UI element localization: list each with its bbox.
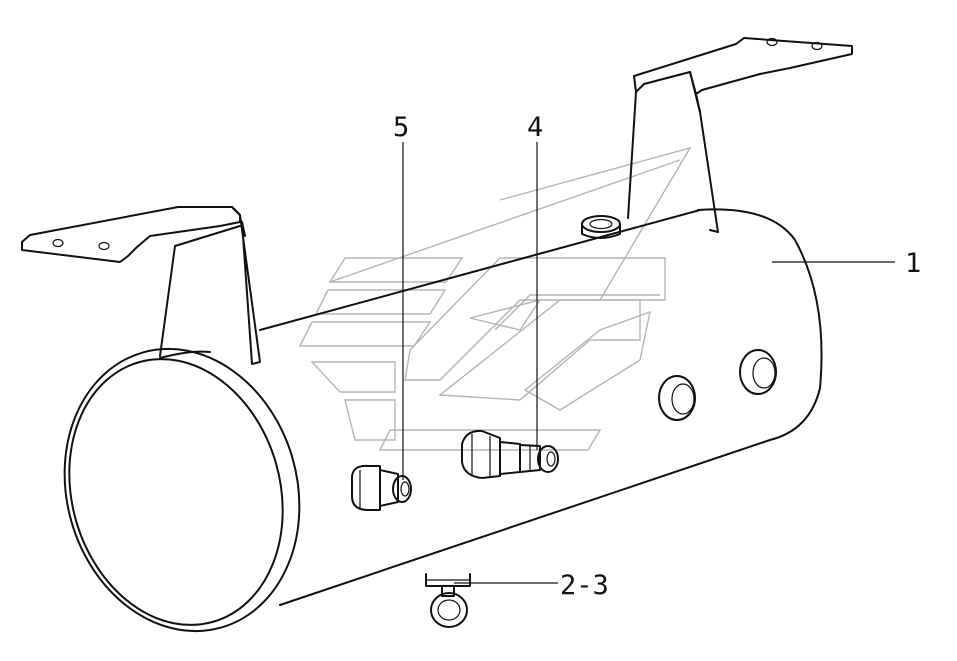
callout-4: 4	[527, 112, 543, 143]
top-port-fitting	[581, 215, 621, 239]
drain-valve	[425, 573, 471, 628]
bracket-bolt-hole	[52, 238, 64, 248]
bracket-bolt-hole	[766, 37, 778, 47]
callout-2-3: 2-3	[560, 570, 609, 601]
callout-1: 1	[905, 248, 921, 279]
watermark-logo	[298, 146, 692, 451]
bracket-bolt-hole	[811, 41, 823, 51]
drain-pull-ring	[430, 592, 468, 628]
bracket-bolt-hole	[98, 241, 110, 251]
leader-lines	[402, 142, 895, 584]
air-tank-body	[63, 208, 823, 633]
side-boss	[658, 375, 696, 421]
callout-5: 5	[393, 112, 409, 143]
fitting-5	[351, 464, 412, 511]
left-mounting-bracket	[21, 206, 261, 365]
tank-end-cap-inner	[68, 358, 284, 626]
right-mounting-bracket	[627, 37, 853, 233]
side-boss	[739, 349, 777, 395]
fitting-4	[461, 429, 559, 479]
tank-end-cap-outer	[63, 347, 301, 633]
